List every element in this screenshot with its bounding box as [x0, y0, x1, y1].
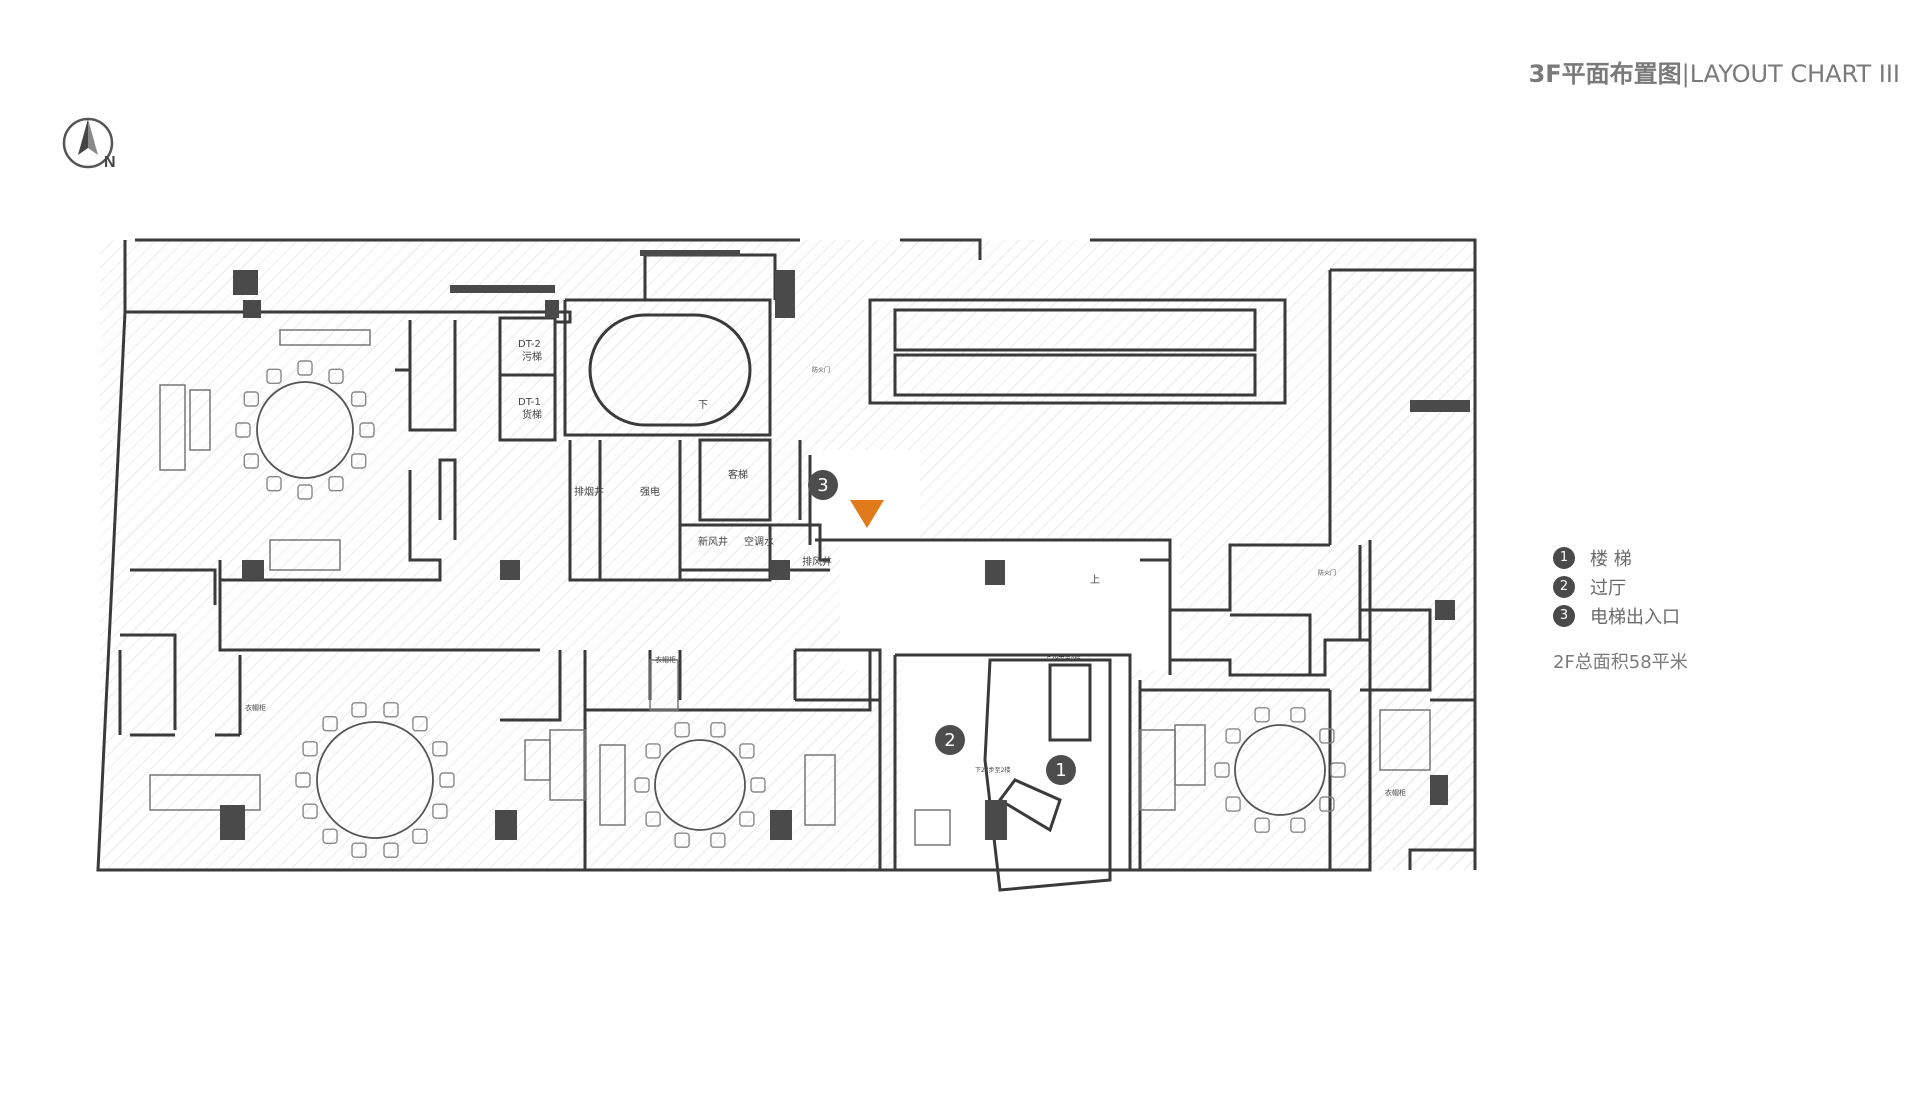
compass-label: N — [104, 154, 116, 171]
legend-item: 1 楼 梯 — [1553, 543, 1680, 572]
label-power: 强电 — [640, 485, 660, 498]
chair — [1214, 762, 1230, 778]
chair — [412, 828, 428, 844]
chair — [674, 722, 690, 738]
chair — [351, 391, 367, 407]
label-ac-water: 空调水 — [744, 535, 774, 548]
chair — [322, 716, 338, 732]
legend-item: 3 电梯出入口 — [1553, 601, 1680, 630]
label-fire-door-2: 防火门 — [1318, 569, 1336, 577]
page-title: 3F平面布置图|LAYOUT CHART III — [1529, 54, 1900, 89]
label-exhaust: 排风井 — [802, 555, 832, 568]
chair — [328, 368, 344, 384]
label-stair-down-note: 下27步至2楼 — [975, 766, 1010, 774]
label-wardrobe-3: 衣帽柜 — [1385, 788, 1406, 797]
chair — [750, 777, 766, 793]
legend-number: 1 — [1553, 546, 1575, 569]
chair — [295, 772, 311, 788]
chair — [1225, 728, 1241, 744]
chair — [1290, 707, 1306, 723]
chair — [328, 476, 344, 492]
label-dt2: DT-2 — [518, 339, 541, 350]
label-dt2-sub: 污梯 — [522, 350, 542, 363]
chair — [674, 832, 690, 848]
legend-number: 3 — [1553, 604, 1575, 627]
chair — [243, 453, 260, 469]
chair — [322, 828, 338, 844]
chair — [432, 803, 448, 819]
chair — [710, 722, 726, 738]
chair — [739, 811, 755, 827]
legend-number: 2 — [1553, 575, 1575, 598]
label-fresh-air: 新风井 — [698, 535, 728, 548]
chair — [351, 453, 367, 469]
chair — [266, 368, 282, 384]
chair — [1254, 817, 1270, 833]
label-stair-up-note: 上29步至4楼 — [1045, 654, 1080, 662]
chair — [383, 842, 399, 858]
area-note: 2F总面积58平米 — [1553, 652, 1688, 673]
chair — [1225, 796, 1241, 812]
plan-marker-2: 2 — [935, 725, 965, 755]
chair — [1290, 817, 1306, 833]
plan-marker-3: 3 — [808, 470, 838, 500]
label-passenger-lift: 客梯 — [728, 468, 748, 481]
chair — [266, 476, 282, 492]
chair — [645, 743, 661, 759]
legend-label: 过厅 — [1590, 577, 1626, 599]
chair — [1254, 707, 1270, 723]
chair — [302, 741, 318, 757]
legend: 1 楼 梯 2 过厅 3 电梯出入口 — [1553, 543, 1680, 630]
chair — [645, 811, 661, 827]
chair — [302, 803, 318, 819]
legend-label: 电梯出入口 — [1590, 606, 1680, 628]
chair — [297, 484, 313, 500]
chair — [739, 743, 755, 759]
chair — [412, 716, 428, 732]
label-dt1: DT-1 — [518, 397, 541, 408]
label-up: 上 — [1090, 574, 1100, 586]
chair — [383, 702, 399, 718]
label-dt1-sub: 货梯 — [522, 408, 542, 421]
chair — [235, 422, 251, 438]
label-wardrobe-1: 衣帽柜 — [245, 703, 266, 712]
legend-item: 2 过厅 — [1553, 572, 1680, 601]
legend-label: 楼 梯 — [1590, 548, 1632, 570]
north-arrow-icon: N — [62, 117, 116, 171]
page-title-bold: 3F平面布置图 — [1528, 60, 1682, 88]
chair — [351, 702, 367, 718]
label-smoke-shaft: 排烟井 — [574, 485, 604, 498]
chair — [439, 772, 455, 788]
chair — [351, 842, 367, 858]
chair — [1330, 762, 1346, 778]
chair — [1319, 728, 1335, 744]
plan-marker-1: 1 — [1046, 755, 1076, 785]
chair — [359, 422, 375, 438]
page-title-rest: |LAYOUT CHART III — [1681, 60, 1900, 88]
chair — [432, 741, 448, 757]
label-wardrobe-2: 衣帽柜 — [655, 655, 676, 664]
label-down: 下 — [698, 400, 708, 411]
chair — [634, 777, 650, 793]
chair — [1319, 796, 1335, 812]
chair — [297, 360, 313, 376]
chair — [243, 391, 260, 407]
chair — [710, 832, 726, 848]
label-fire-door-1: 防火门 — [812, 366, 830, 374]
